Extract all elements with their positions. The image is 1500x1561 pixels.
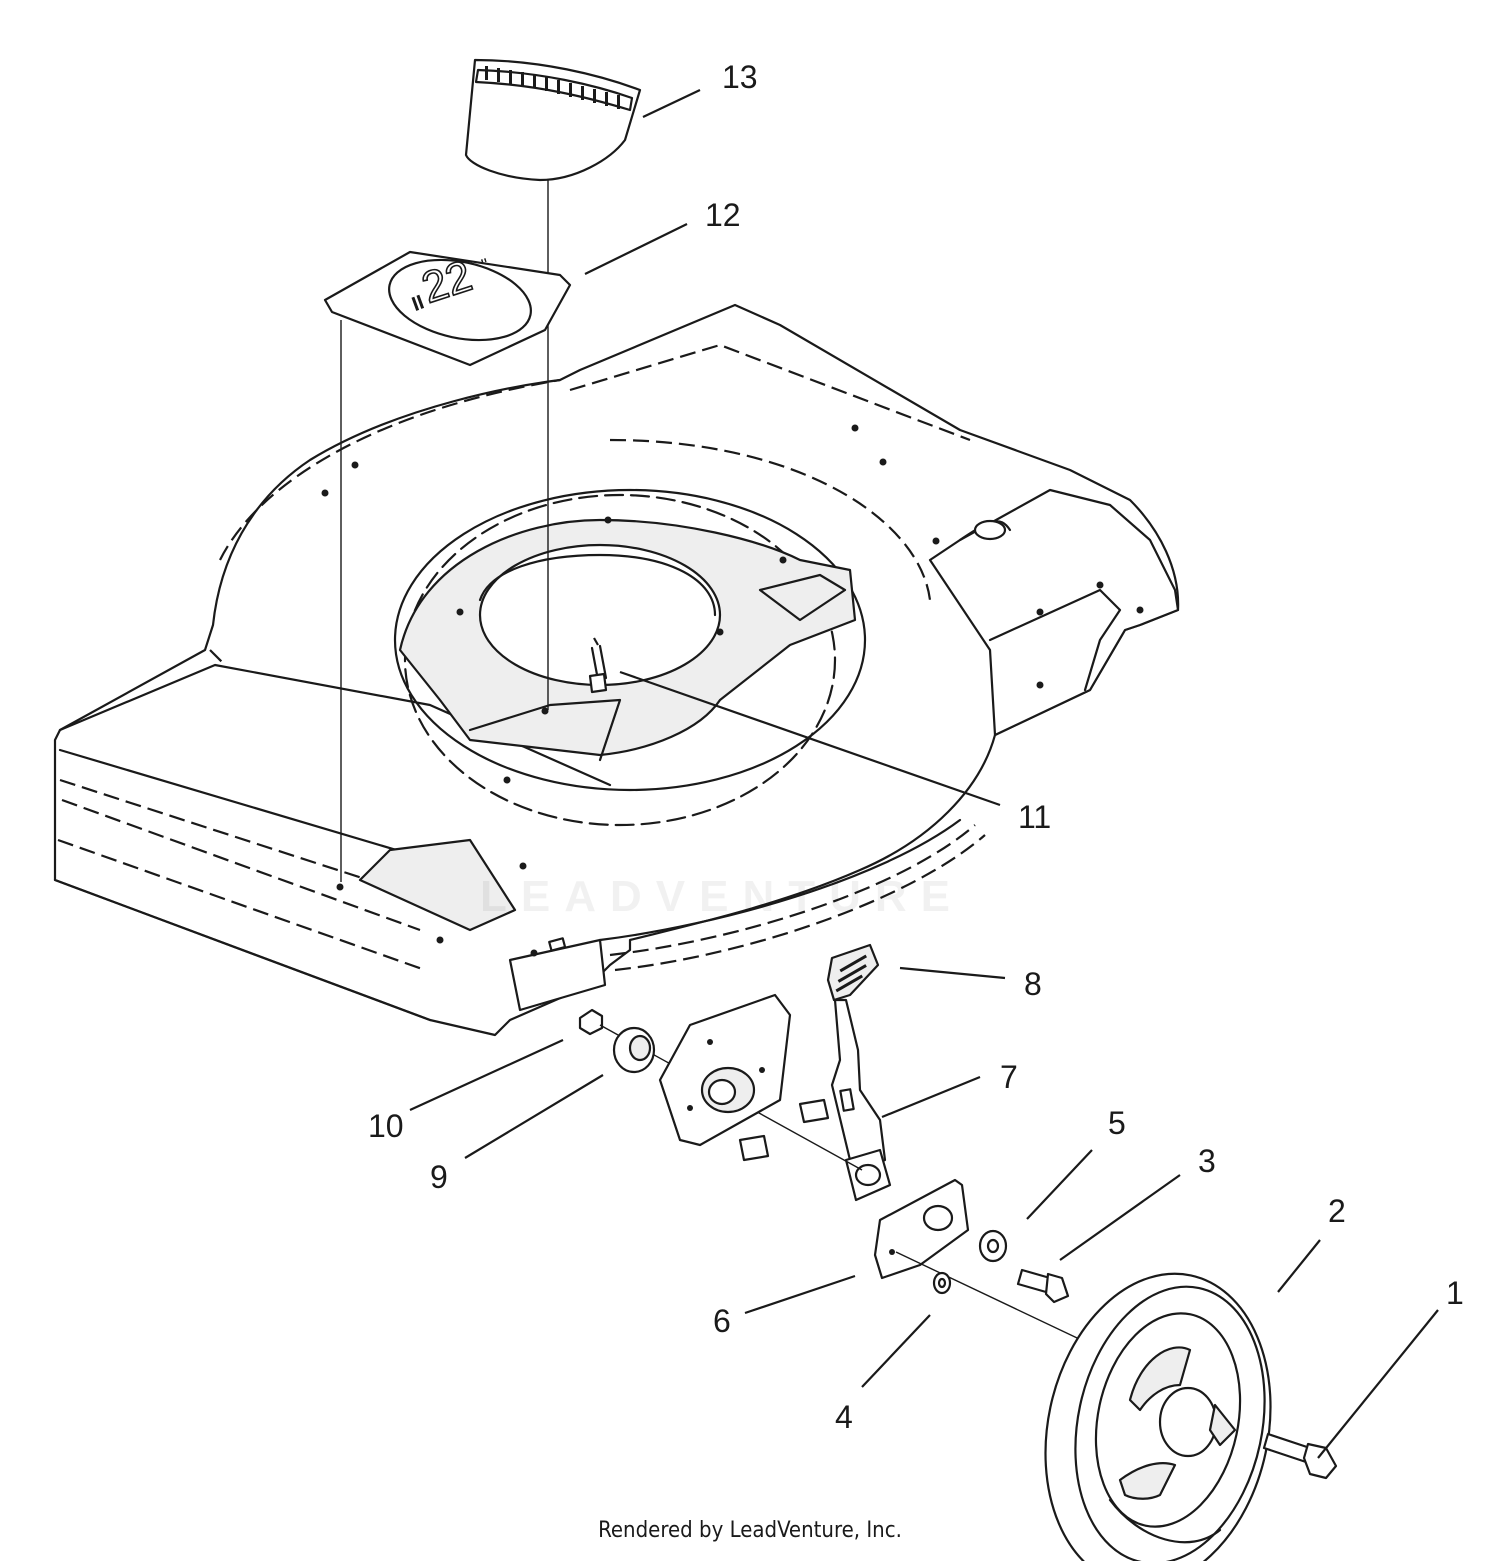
callout-7: 7 xyxy=(1000,1059,1018,1095)
part-2-wheel xyxy=(1044,1272,1272,1561)
callout-11: 11 xyxy=(1018,799,1051,835)
watermark: LEADVENTURE xyxy=(480,872,965,921)
mower-deck xyxy=(53,303,1180,1037)
part-3-shoulder-bolt xyxy=(1016,1268,1070,1304)
deck-rivets xyxy=(321,424,1144,957)
part-11-bolt xyxy=(588,637,608,694)
callout-13: 13 xyxy=(722,59,758,95)
part-4-washer xyxy=(932,1271,952,1295)
callout-6: 6 xyxy=(713,1303,731,1339)
part-1-wheel-bolt xyxy=(1262,1432,1338,1480)
footer-credit: Rendered by LeadVenture, Inc. xyxy=(598,1518,902,1543)
part-7-height-adjust-lever xyxy=(830,998,892,1202)
callouts: 13 12 11 8 7 5 3 2 1 6 4 9 10 xyxy=(368,59,1464,1435)
wheel-adjuster-plate xyxy=(658,993,830,1162)
part-13-handle-decal xyxy=(464,58,642,710)
callout-1: 1 xyxy=(1446,1275,1464,1311)
part-8-height-adjust-knob xyxy=(826,943,880,1002)
callout-3: 3 xyxy=(1198,1143,1216,1179)
leader-lines xyxy=(409,89,1439,1459)
part-9-bushing xyxy=(612,1026,656,1074)
callout-8: 8 xyxy=(1024,966,1042,1002)
callout-9: 9 xyxy=(430,1159,448,1195)
part-5-washer xyxy=(978,1229,1008,1263)
callout-4: 4 xyxy=(835,1399,853,1435)
part-6-wheel-bracket xyxy=(873,1178,1095,1347)
callout-5: 5 xyxy=(1108,1105,1126,1141)
callout-12: 12 xyxy=(705,197,741,233)
callout-10: 10 xyxy=(368,1108,404,1144)
callout-2: 2 xyxy=(1328,1193,1346,1229)
